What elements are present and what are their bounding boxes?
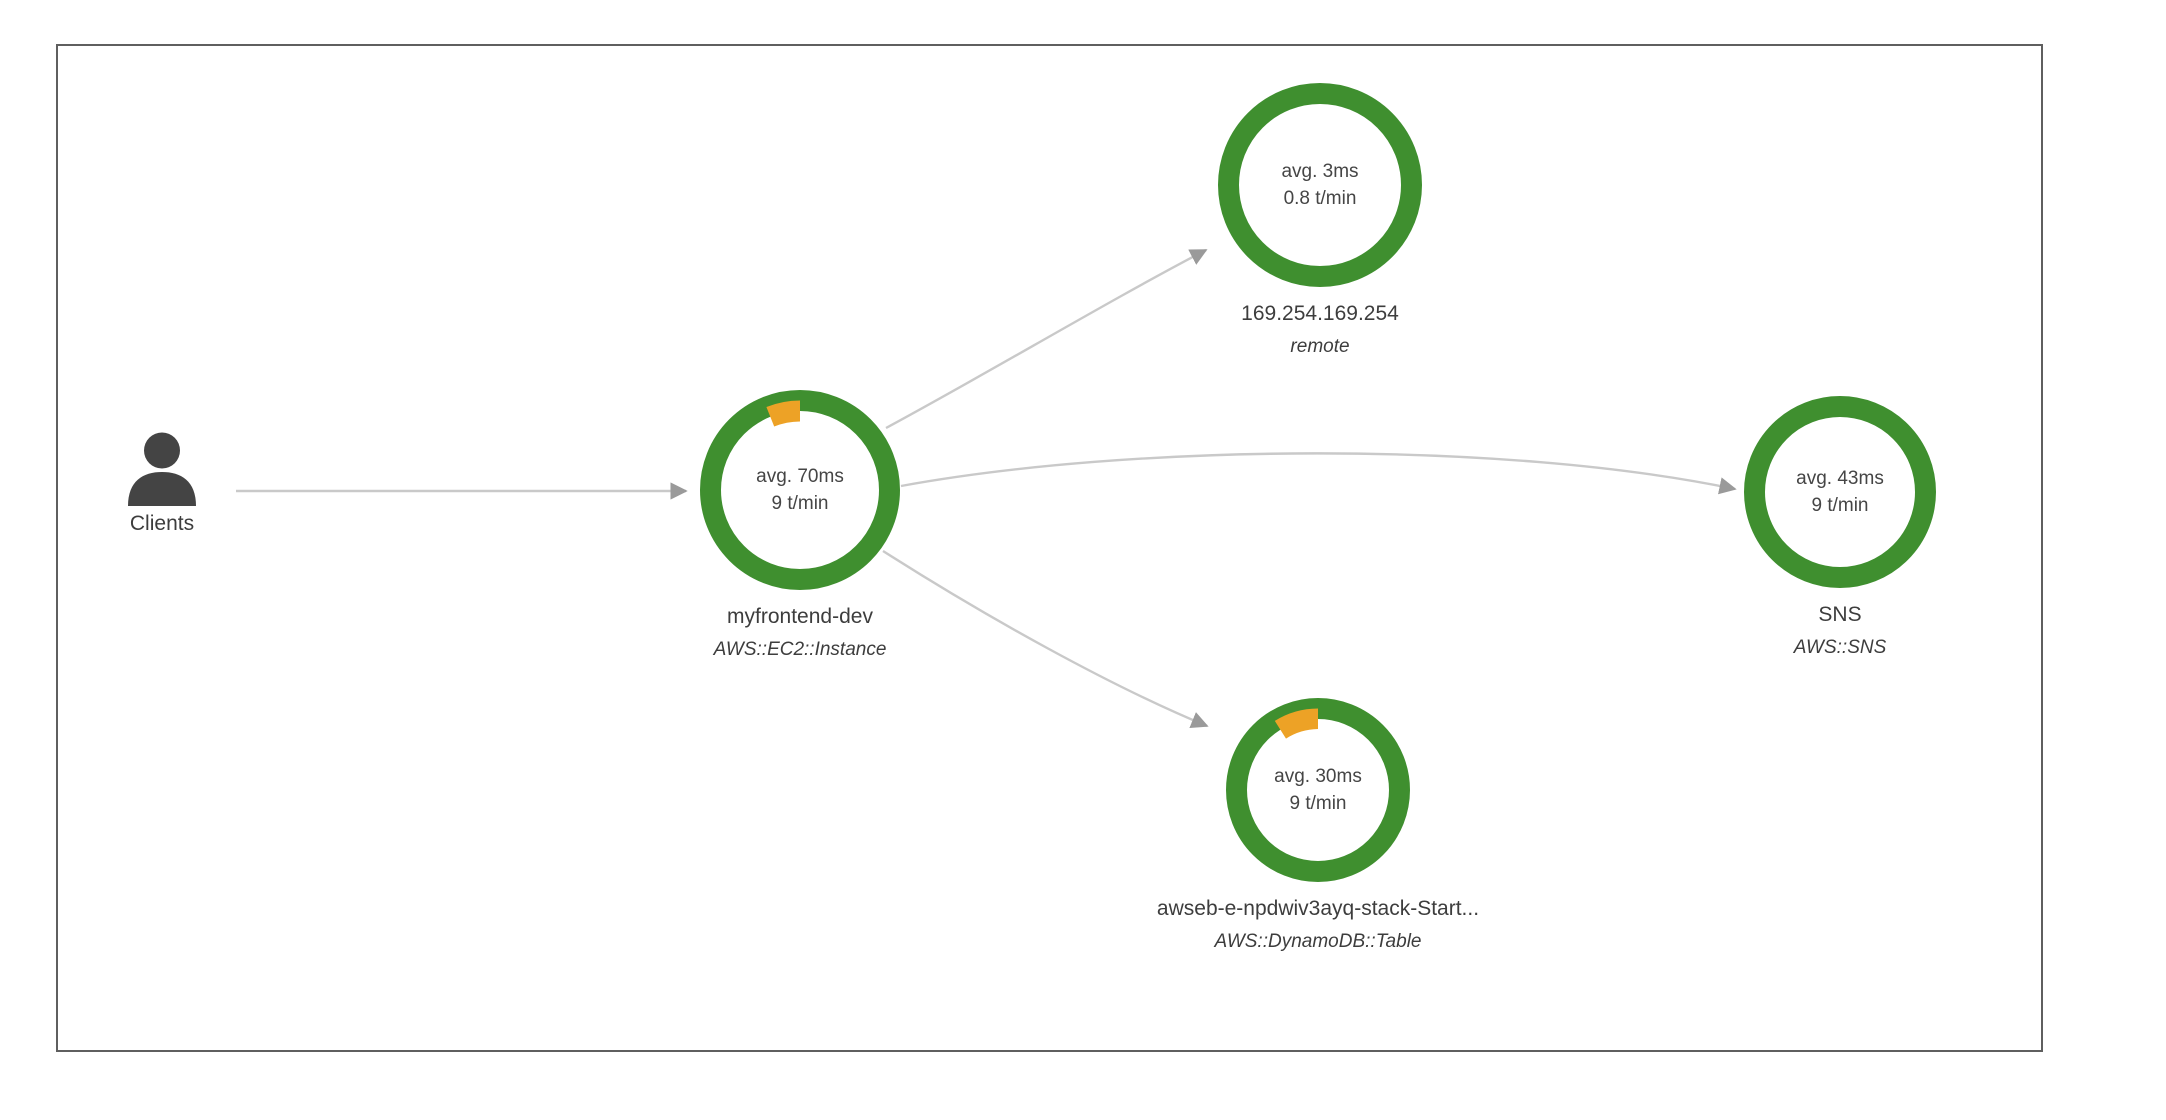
- health-donut-myfrontend-dev: [700, 390, 900, 590]
- node-metadata-endpoint[interactable]: avg. 3ms 0.8 t/min 169.254.169.254 remot…: [1218, 83, 1422, 357]
- node-type-label: AWS::DynamoDB::Table: [1214, 931, 1422, 952]
- node-type-label: AWS::SNS: [1793, 637, 1887, 658]
- node-name-label: 169.254.169.254: [1241, 302, 1399, 325]
- edge-myfrontend-to-sns: [900, 452, 1737, 495]
- caption-sns: SNS AWS::SNS: [1560, 600, 2120, 663]
- node-dynamodb-table[interactable]: avg. 30ms 9 t/min awseb-e-npdwiv3ayq-sta…: [1157, 698, 1479, 952]
- node-name-label: awseb-e-npdwiv3ayq-stack-Start...: [1156, 897, 1480, 920]
- node-myfrontend-dev[interactable]: avg. 70ms 9 t/min myfrontend-dev AWS::EC…: [700, 390, 900, 660]
- health-donut-dynamodb-table: [1226, 698, 1410, 882]
- edge-myfrontend-to-metadata: [885, 248, 1208, 430]
- health-donut-metadata-endpoint: [1218, 83, 1422, 287]
- health-donut-sns: [1744, 396, 1936, 588]
- caption-dynamodb-table: awseb-e-npdwiv3ayq-stack-Start... AWS::D…: [1038, 894, 1598, 957]
- edge-myfrontend-to-dynamodb: [882, 549, 1209, 729]
- clients-label: Clients: [129, 512, 195, 535]
- node-clients[interactable]: Clients: [84, 432, 240, 562]
- caption-myfrontend-dev: myfrontend-dev AWS::EC2::Instance: [520, 602, 1080, 665]
- caption-metadata-endpoint: 169.254.169.254 remote: [1040, 299, 1600, 362]
- node-sns[interactable]: avg. 43ms 9 t/min SNS AWS::SNS: [1744, 396, 1936, 658]
- user-person-icon: [128, 432, 196, 506]
- node-name-label: SNS: [1818, 603, 1862, 626]
- service-map-panel: [56, 44, 2043, 1052]
- node-name-label: myfrontend-dev: [727, 605, 873, 628]
- node-type-label: AWS::EC2::Instance: [713, 639, 887, 660]
- node-type-label: remote: [1290, 336, 1350, 357]
